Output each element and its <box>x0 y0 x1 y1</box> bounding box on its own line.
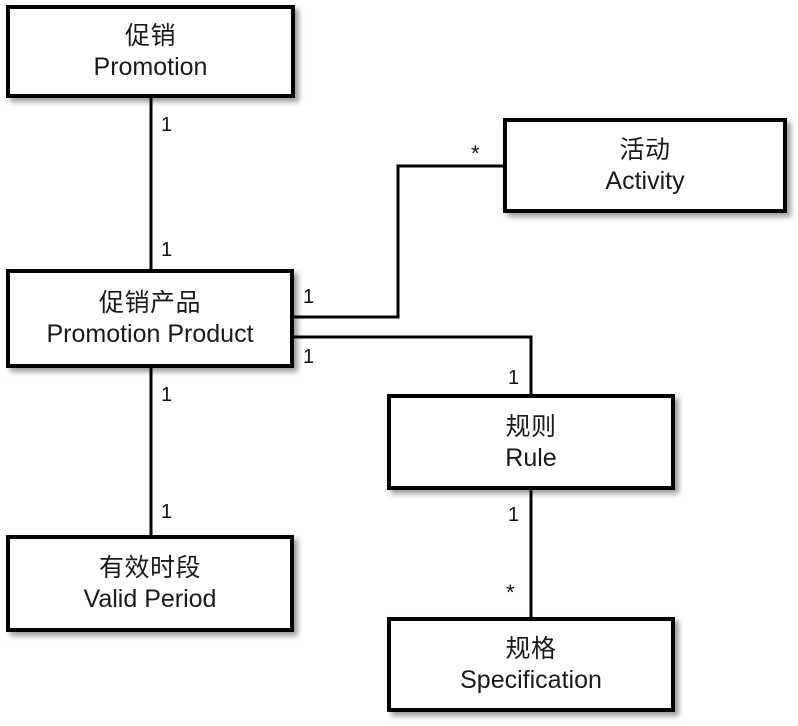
connector-promotion-product-to-activity <box>294 164 503 319</box>
entity-specification-name-cn: 规格 <box>505 635 557 663</box>
multiplicity-promotion-product-right-upper: 1 <box>303 286 315 308</box>
entity-promotion-product-name-cn: 促销产品 <box>98 289 201 317</box>
multiplicity-promotion-product-bottom: 1 <box>161 384 173 406</box>
multiplicity-valid-period-top: 1 <box>161 501 173 523</box>
entity-valid-period[interactable]: 有效时段 Valid Period <box>6 535 294 632</box>
multiplicity-rule-top: 1 <box>508 367 520 389</box>
entity-specification-name-en: Specification <box>460 666 602 694</box>
entity-rule-name-cn: 规则 <box>505 412 557 441</box>
multiplicity-activity-left: * <box>471 141 480 166</box>
multiplicity-promotion-bottom: 1 <box>161 114 173 136</box>
entity-promotion-name-cn: 促销 <box>124 22 176 50</box>
entity-rule[interactable]: 规则 Rule <box>387 394 675 490</box>
multiplicity-rule-bottom: 1 <box>508 504 520 526</box>
entity-rule-name-en: Rule <box>505 443 557 472</box>
entity-activity-name-en: Activity <box>605 167 685 195</box>
multiplicity-promotion-product-right-lower: 1 <box>303 346 315 368</box>
entity-activity[interactable]: 活动 Activity <box>503 118 787 213</box>
entity-promotion-name-en: Promotion <box>93 53 208 81</box>
entity-specification[interactable]: 规格 Specification <box>387 617 675 712</box>
entity-promotion[interactable]: 促销 Promotion <box>6 5 295 98</box>
connector-promotion-product-to-rule <box>294 335 533 394</box>
entity-promotion-product-name-en: Promotion Product <box>46 320 254 348</box>
entity-valid-period-name-cn: 有效时段 <box>98 554 201 582</box>
multiplicity-promotion-product-top: 1 <box>161 239 173 261</box>
multiplicity-specification-top: * <box>506 580 515 605</box>
entity-promotion-product[interactable]: 促销产品 Promotion Product <box>6 269 294 368</box>
entity-valid-period-name-en: Valid Period <box>83 585 217 613</box>
entity-activity-name-cn: 活动 <box>619 136 671 164</box>
